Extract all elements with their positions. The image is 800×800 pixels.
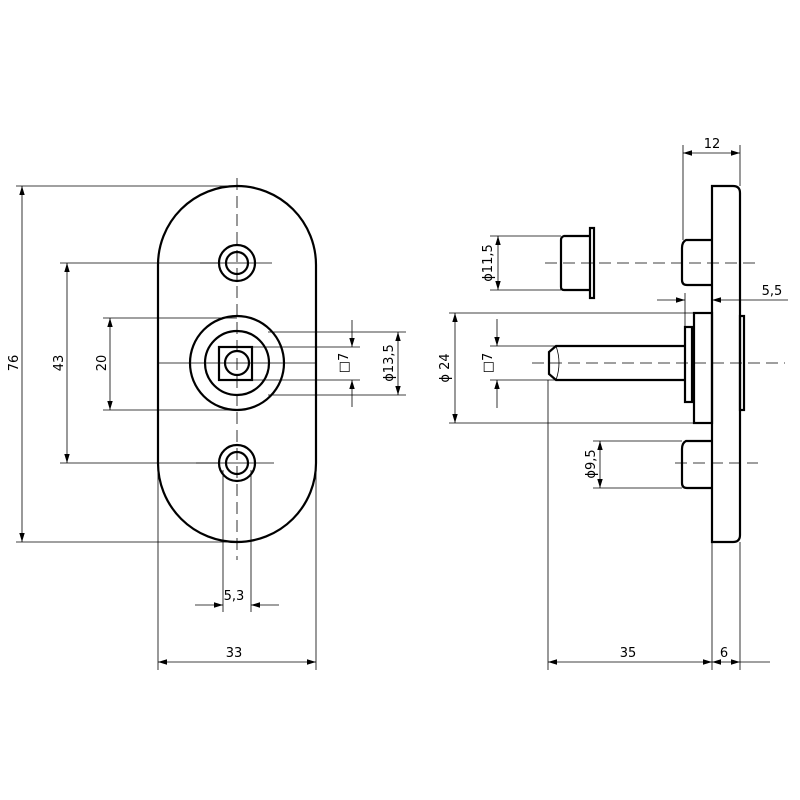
base-plate [710, 184, 742, 544]
dim-label: 35 [620, 646, 637, 661]
front-view: 76 43 20 □7 ϕ13,5 5,3 [7, 178, 406, 670]
dim-diameter-9-5: ϕ9,5 [584, 440, 682, 489]
dim-43: 43 [52, 262, 220, 464]
dim-label: 12 [704, 137, 721, 152]
dim-label: 43 [52, 355, 67, 372]
spindle [547, 344, 685, 382]
dim-label: 6 [720, 646, 728, 661]
side-view: 12 ϕ11,5 5,5 ϕ 24 □7 ϕ9,5 [438, 137, 788, 670]
dim-35: 35 [547, 380, 741, 670]
bottom-boss [680, 439, 712, 490]
dim-diameter-11-5: ϕ11,5 [481, 235, 561, 291]
dim-label: 20 [95, 355, 110, 372]
dim-label: 33 [226, 646, 243, 661]
dim-square-7-side: □7 [481, 319, 556, 408]
dim-5-5: 5,5 [657, 284, 788, 327]
dim-12: 12 [682, 137, 741, 240]
dim-label: 76 [7, 355, 22, 372]
dim-6: 6 [712, 646, 770, 665]
dim-square-7: □7 [252, 320, 360, 407]
dim-label: □7 [337, 353, 352, 374]
dim-33: 33 [157, 463, 317, 670]
top-boss [680, 238, 712, 287]
dim-20: 20 [95, 317, 237, 411]
dim-5-3: 5,3 [195, 470, 279, 612]
dim-diameter-13-5: ϕ13,5 [268, 331, 406, 396]
dim-label: ϕ 24 [438, 353, 453, 382]
hub [692, 311, 714, 425]
dim-label: 5,3 [224, 589, 245, 604]
dim-diameter-24: ϕ 24 [438, 312, 694, 424]
dim-76: 76 [7, 185, 237, 543]
spindle-hub [158, 314, 316, 412]
washer [683, 325, 694, 404]
dim-label: 5,5 [762, 284, 783, 299]
dim-label: ϕ13,5 [382, 344, 397, 382]
dim-label: □7 [481, 353, 496, 374]
dim-label: ϕ9,5 [584, 449, 599, 478]
dim-label: ϕ11,5 [481, 244, 496, 282]
